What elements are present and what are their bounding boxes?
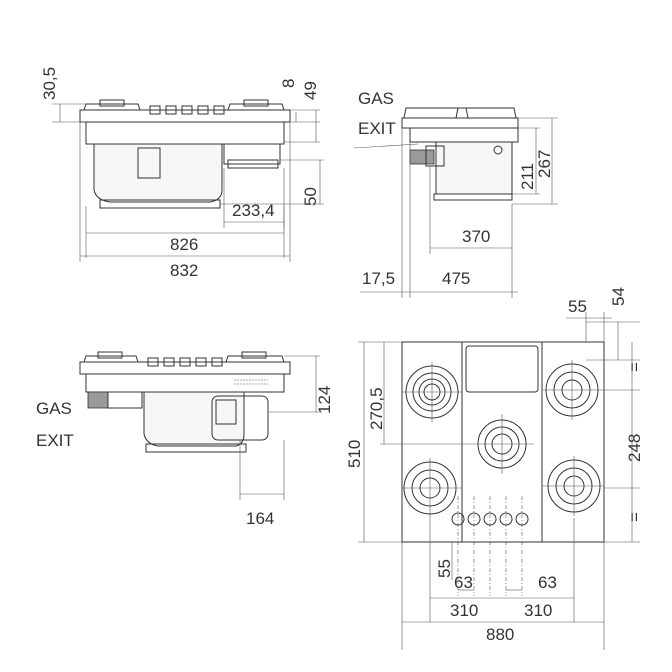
dim-880: 880	[486, 625, 514, 644]
dim-310-left: 310	[450, 601, 478, 620]
alt-top-plate	[79, 361, 291, 375]
side-top-plate	[401, 117, 519, 129]
side-upper-box	[409, 127, 519, 143]
alt-burner-left	[83, 355, 139, 363]
dim-267: 267	[535, 150, 554, 178]
front-label-plate	[137, 147, 161, 179]
dim-63-left: 63	[454, 573, 473, 592]
front-burner-right-cap	[243, 99, 269, 107]
dim-270-5: 270,5	[367, 387, 386, 430]
dim-370: 370	[462, 227, 490, 246]
plan-burner-top-left	[402, 362, 462, 422]
plan-burner-bottom-right	[542, 456, 604, 516]
alt-gas-exit-label-2: EXIT	[36, 431, 74, 450]
alt-gas-connector	[107, 391, 143, 409]
dim-248: 248	[625, 434, 644, 462]
dim-17-5: 17,5	[362, 269, 395, 288]
side-connector	[425, 145, 445, 167]
front-upper-box	[85, 121, 285, 145]
front-burner-left	[83, 103, 141, 111]
dim-832: 832	[170, 261, 198, 280]
side-burner-right	[455, 107, 517, 119]
front-connector-lower	[227, 159, 279, 169]
dim-233-4: 233,4	[232, 201, 275, 220]
dim-eq-top: =	[625, 362, 644, 372]
alt-burner-left-cap	[97, 351, 123, 359]
alt-vent-slots	[234, 379, 268, 385]
dim-55-top: 55	[568, 297, 587, 316]
dim-510: 510	[345, 440, 364, 468]
alt-gas-exit-pipe	[87, 391, 109, 409]
dim-54: 54	[609, 287, 628, 306]
front-top-plate	[79, 109, 291, 123]
alt-base	[145, 443, 247, 453]
alt-casing	[143, 391, 245, 447]
dim-164: 164	[246, 509, 274, 528]
dim-211: 211	[518, 163, 537, 190]
side-gas-exit-pipe	[409, 149, 435, 165]
alt-burner-right-cap	[241, 351, 267, 359]
dim-475: 475	[442, 269, 470, 288]
dim-49: 49	[301, 81, 320, 100]
side-burner-left	[403, 107, 469, 119]
dim-124: 124	[315, 386, 334, 414]
alt-burner-right	[225, 355, 285, 363]
alt-upper-box	[85, 373, 285, 393]
side-valve	[493, 145, 503, 155]
plan-knob-centerlines	[457, 496, 523, 596]
plan-center-panel	[461, 341, 543, 543]
side-gas-exit-label-2: EXIT	[358, 119, 396, 138]
alt-gas-exit-label-1: GAS	[36, 399, 72, 418]
dim-8: 8	[279, 79, 298, 88]
side-view: GAS EXIT 211 267 370 17,5 475	[353, 89, 558, 298]
side-gas-exit-label-1: GAS	[358, 89, 394, 108]
dim-310-right: 310	[524, 601, 552, 620]
dim-826: 826	[170, 235, 198, 254]
side-base	[433, 193, 513, 201]
front-gas-connector	[223, 143, 281, 165]
dim-50: 50	[301, 187, 320, 206]
plan-burner-top-right	[542, 360, 604, 420]
alt-valve-inner	[215, 399, 237, 425]
plan-view: 510 270,5 55 54 = 248 = 55 63 63 310 310	[345, 287, 644, 650]
front-burner-left-cap	[99, 99, 125, 107]
dim-30-5: 30,5	[40, 67, 59, 100]
plan-burner-bottom-left	[402, 458, 462, 518]
dim-55-bottom: 55	[435, 559, 454, 578]
dim-eq-bottom: =	[625, 512, 644, 522]
dim-63-right: 63	[538, 573, 557, 592]
front-burner-right	[227, 103, 285, 111]
front-view: 30,5 8 49 50 233,4 826 832	[40, 67, 324, 280]
front-view-alt: GAS EXIT 124 164	[36, 351, 334, 528]
plan-burner-center	[472, 414, 534, 474]
side-casing	[435, 141, 513, 195]
front-casing	[93, 143, 223, 203]
plan-display-window	[465, 345, 539, 393]
